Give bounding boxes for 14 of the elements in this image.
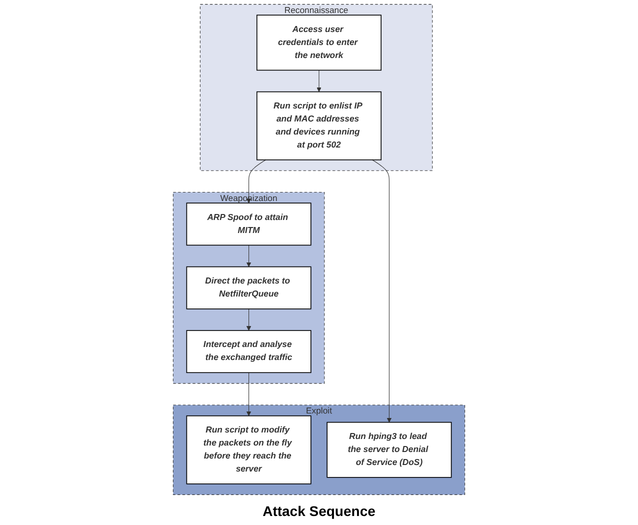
arrow [246, 308, 252, 331]
node-box: Run script to enlist IP and MAC addresses and devices running at port 502 [256, 91, 382, 160]
node-box: Direct the packets to NetfilterQueue [186, 266, 312, 310]
diagram-caption: Attack Sequence [262, 502, 376, 521]
arrow [316, 70, 322, 92]
node-box: Intercept and analyse the exchanged traffic [186, 330, 312, 374]
arrow [246, 244, 252, 267]
arrow [246, 160, 266, 204]
arrow [246, 372, 252, 416]
node-box: ARP Spoof to attain MITM [186, 202, 312, 246]
node-box: Run script to modify the packets on the fly before they reach the server [186, 415, 312, 484]
node-box: Run hping3 to lead the server to Denial of Service (DoS) [326, 422, 452, 478]
arrow [372, 160, 392, 423]
node-box: Access user credentials to enter the network [256, 14, 382, 71]
